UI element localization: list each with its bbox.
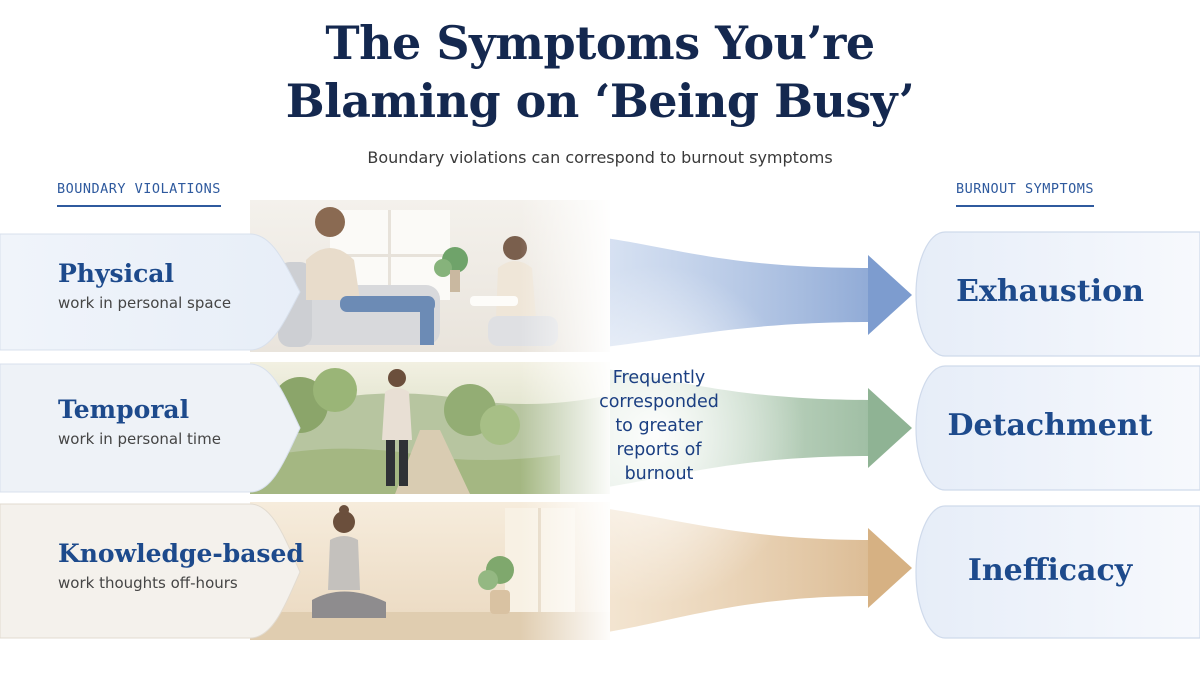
violation-card-temporal <box>0 363 301 493</box>
left-cards <box>0 233 301 639</box>
symptom-card-exhaustion <box>915 231 1200 357</box>
center-annotation: Frequently corresponded to greater repor… <box>566 366 752 486</box>
arrowhead-inefficacy <box>868 528 912 608</box>
right-cards <box>915 231 1200 639</box>
woman-meditating-photo <box>250 502 610 640</box>
burnout-symptoms-header: BURNOUT SYMPTOMS <box>956 181 1095 207</box>
violation-name: Physical <box>58 259 174 288</box>
violation-desc: work in personal space <box>58 294 232 312</box>
violation-knowledge-based: Knowledge-based work thoughts off-hours <box>58 538 304 592</box>
violation-name: Knowledge-based <box>58 539 304 568</box>
center-note-line: corresponded <box>599 392 719 412</box>
center-note-line: to greater <box>615 416 703 436</box>
center-note-line: burnout <box>624 464 694 484</box>
flow-arrows <box>868 255 912 608</box>
woman-walking-trail-photo <box>250 362 610 494</box>
center-note-line: Frequently <box>612 368 706 388</box>
violation-name: Temporal <box>58 395 190 424</box>
title-line-1: The Symptoms You’re <box>325 16 875 70</box>
arrowhead-exhaustion <box>868 255 912 335</box>
symptom-card-detachment <box>915 365 1200 491</box>
title-line-2: Blaming on ‘Being Busy’ <box>285 74 915 128</box>
subtitle: Boundary violations can correspond to bu… <box>367 148 833 167</box>
symptom-inefficacy: Inefficacy <box>967 553 1133 588</box>
boundary-violations-header: BOUNDARY VIOLATIONS <box>57 181 221 207</box>
symptom-detachment: Detachment <box>947 408 1153 443</box>
violation-card-knowledge <box>0 503 301 639</box>
violation-temporal: Temporal work in personal time <box>58 394 221 448</box>
violation-desc: work in personal time <box>58 430 221 448</box>
violation-card-physical <box>0 233 301 351</box>
arrowhead-detachment <box>868 388 912 468</box>
center-note-line: reports of <box>616 440 702 460</box>
symptom-exhaustion: Exhaustion <box>956 274 1144 309</box>
symptom-card-inefficacy <box>915 505 1200 639</box>
therapy-session-photo <box>250 200 610 352</box>
violation-desc: work thoughts off-hours <box>58 574 238 592</box>
violation-physical: Physical work in personal space <box>58 258 231 312</box>
page-title: The Symptoms You’re Blaming on ‘Being Bu… <box>0 14 1200 130</box>
